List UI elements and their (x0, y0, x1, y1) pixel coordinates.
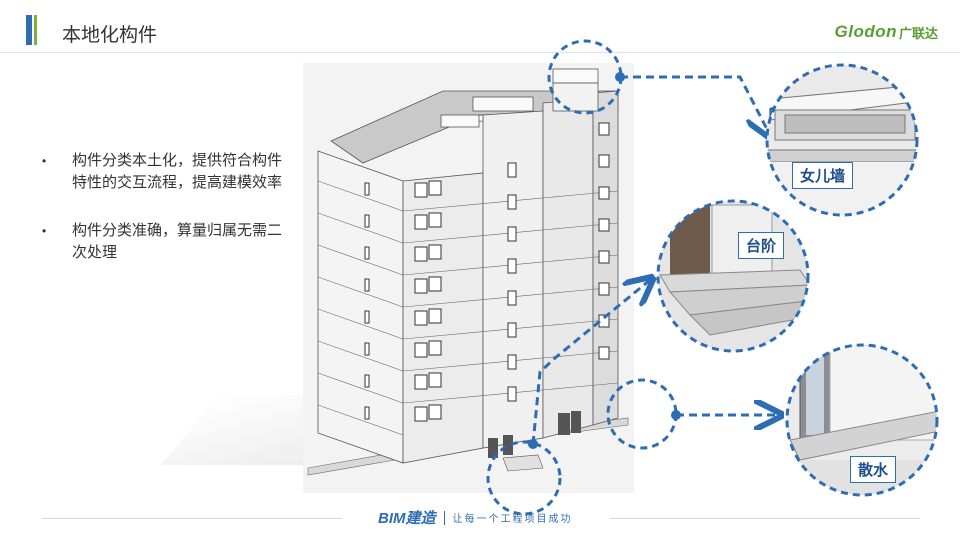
bullet-list: • 构件分类本土化，提供符合构件特性的交互流程，提高建模效率 • 构件分类准确，… (42, 150, 282, 290)
footer-brand-name: BIM建造 (378, 510, 436, 527)
bullet-dot-icon: • (42, 154, 47, 168)
building-illustration (307, 68, 629, 476)
steps-detail (658, 201, 808, 351)
title-accent-bar (26, 15, 32, 45)
footer-brand: BIM建造 让每一个工程项目成功 (378, 507, 573, 528)
parapet-connector (620, 75, 770, 135)
footer-divider-left (42, 518, 342, 519)
steps-highlight-circle (486, 440, 562, 516)
bullet-text: 构件分类本土化，提供符合构件特性的交互流程，提高建模效率 (72, 152, 283, 191)
callout-label-steps: 台阶 (738, 232, 785, 259)
roof-highlight-circle (547, 39, 623, 115)
header-divider (0, 52, 960, 53)
bullet-dot-icon: • (42, 224, 47, 238)
steps-connector (531, 280, 650, 445)
bullet-item: • 构件分类准确，算量归属无需二次处理 (42, 220, 282, 264)
callout-label-apron: 散水 (850, 456, 897, 483)
apron-zoom-circle (785, 343, 939, 497)
bullet-item: • 构件分类本土化，提供符合构件特性的交互流程，提高建模效率 (42, 150, 282, 194)
glodon-logo: Glodon 广联达 (835, 22, 939, 42)
footer-separator (443, 510, 445, 525)
parapet-zoom-circle (765, 63, 919, 217)
page-title: 本地化构件 (62, 25, 158, 46)
apron-highlight-circle (606, 378, 678, 450)
steps-zoom-circle (656, 199, 810, 353)
footer-slogan: 让每一个工程项目成功 (452, 514, 573, 525)
logo-text-en: Glodon (834, 22, 897, 41)
callout-label-parapet: 女儿墙 (792, 162, 854, 189)
footer-divider-right (610, 518, 920, 519)
building-illustration-panel (303, 63, 634, 493)
bullet-text: 构件分类准确，算量归属无需二次处理 (72, 222, 283, 261)
title-accent-bar-green (34, 15, 37, 45)
logo-text-cn: 广联达 (898, 25, 938, 41)
